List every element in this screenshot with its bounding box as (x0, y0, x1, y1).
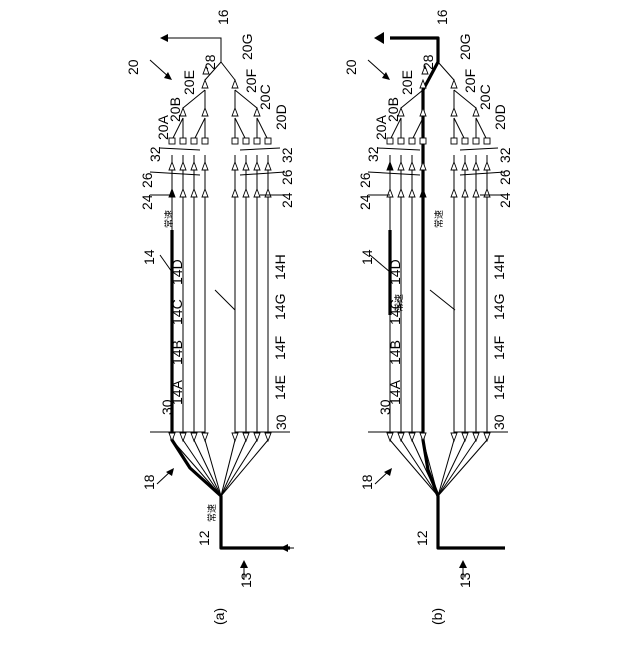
label-32-right: 32 (497, 147, 513, 163)
label-20: 20 (125, 59, 141, 75)
label-16: 16 (434, 9, 450, 25)
label-20E: 20E (399, 70, 415, 95)
label-26-left: 26 (139, 172, 155, 188)
label-12: 12 (196, 530, 212, 546)
label-13: 13 (457, 572, 473, 588)
label-30-right: 30 (491, 414, 507, 430)
merge-tree-a (172, 52, 268, 140)
label-20F: 20F (243, 69, 259, 93)
output-arrow-icon (160, 34, 168, 42)
label-26-right: 26 (279, 169, 295, 185)
gates-24-26-b (387, 162, 490, 197)
label-14E: 14E (491, 375, 507, 400)
label-24-right: 24 (497, 192, 513, 208)
label-14C: 14C (169, 299, 185, 325)
label-20C: 20C (257, 84, 273, 110)
label-14A: 14A (387, 379, 403, 405)
label-28: 28 (202, 54, 218, 70)
label-26-left: 26 (357, 172, 373, 188)
label-20B: 20B (167, 97, 183, 122)
label-20: 20 (343, 59, 359, 75)
label-32-left: 32 (365, 146, 381, 162)
gates-30-b (387, 433, 490, 441)
label-30-right: 30 (273, 414, 289, 430)
label-14B: 14B (387, 340, 403, 365)
label-14A: 14A (169, 379, 185, 405)
label-14: 14 (141, 249, 157, 265)
gates-24-26-a (169, 162, 271, 197)
caption-b: (b) (429, 608, 445, 625)
labels-a: (a) 13 12 18 常速 14 30 30 14A 14B 14C 14D… (125, 9, 295, 625)
output-arrow-icon (374, 32, 384, 44)
label-20D: 20D (492, 104, 508, 130)
label-14D: 14D (387, 259, 403, 285)
highlighted-path (390, 38, 505, 548)
label-14F: 14F (491, 336, 507, 360)
label-20F: 20F (462, 69, 478, 93)
channel-lines-b (390, 155, 487, 440)
label-20G: 20G (239, 34, 255, 60)
output-line (194, 38, 221, 52)
channel-lines-a (172, 155, 268, 440)
panel-a: (a) 13 12 18 常速 14 30 30 14A 14B 14C 14D… (125, 9, 295, 625)
label-20C: 20C (477, 84, 493, 110)
note-constant-speed-2: 常速 (433, 210, 444, 228)
caption-a: (a) (211, 608, 227, 625)
label-14E: 14E (272, 375, 288, 400)
gates-30-a (169, 433, 271, 441)
label-24-left: 24 (357, 194, 373, 210)
label-20E: 20E (181, 70, 197, 95)
fan-line (221, 440, 257, 496)
note-constant-speed: 常速 (206, 504, 217, 522)
label-14F: 14F (272, 336, 288, 360)
label-32-left: 32 (147, 146, 163, 162)
label-14B: 14B (169, 340, 185, 365)
label-14H: 14H (491, 254, 507, 280)
label-16: 16 (215, 9, 231, 25)
label-13: 13 (238, 572, 254, 588)
label-14: 14 (359, 249, 375, 265)
note-constant-speed-2: 常速 (163, 210, 174, 228)
label-26-right: 26 (497, 169, 513, 185)
label-20B: 20B (385, 97, 401, 122)
sensors-32-a (169, 138, 271, 144)
fan-line (221, 440, 246, 496)
label-24-right: 24 (279, 192, 295, 208)
label-32-right: 32 (279, 147, 295, 163)
label-18: 18 (141, 474, 157, 490)
input-arrow-icon (280, 544, 288, 552)
label-14D: 14D (169, 259, 185, 285)
panel-b: (b) 13 12 18 14 30 30 14A 14B 14C 14D 常速… (343, 9, 513, 625)
label-14G: 14G (491, 294, 507, 320)
label-28: 28 (420, 54, 436, 70)
label-24-left: 24 (139, 194, 155, 210)
fan-lines-b (390, 440, 487, 496)
label-20G: 20G (457, 34, 473, 60)
label-14H: 14H (272, 254, 288, 280)
fan-lines-a (172, 440, 268, 496)
sensors-32-b (387, 138, 490, 144)
label-20D: 20D (273, 104, 289, 130)
label-18: 18 (359, 474, 375, 490)
label-14G: 14G (272, 294, 288, 320)
note-constant-speed: 常速 (393, 294, 404, 312)
label-12: 12 (414, 530, 430, 546)
